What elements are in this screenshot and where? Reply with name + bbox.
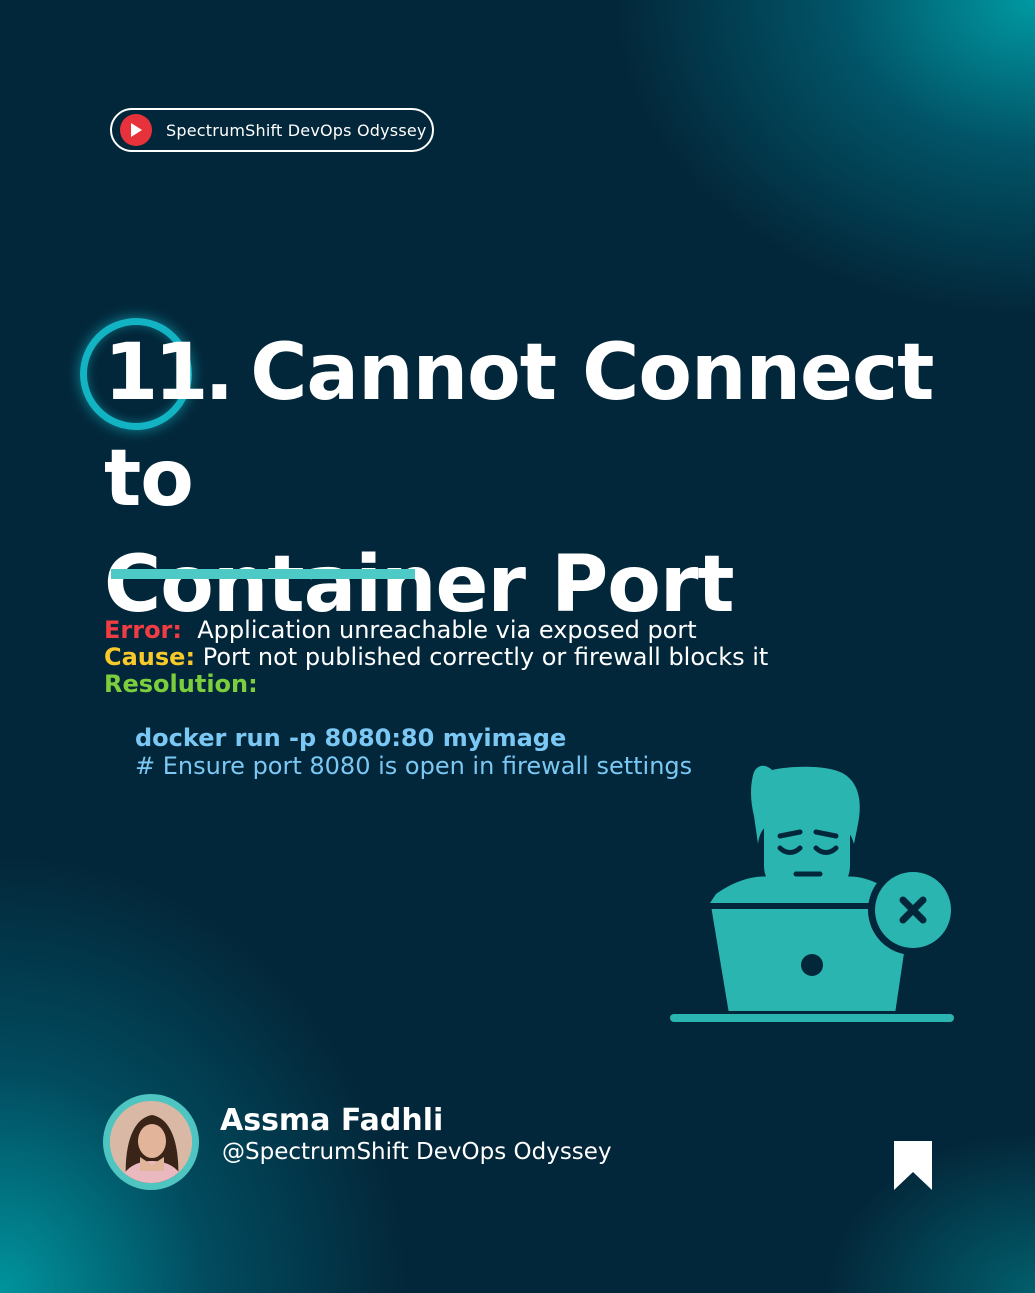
author-photo — [110, 1101, 192, 1183]
error-text: Application unreachable via exposed port — [197, 616, 697, 644]
cause-row: Cause: Port not published correctly or f… — [104, 644, 1004, 671]
title-line-2: Container Port — [104, 540, 735, 630]
cause-label: Cause: — [104, 643, 196, 671]
channel-badge-label: SpectrumShift DevOps Odyssey — [166, 120, 427, 140]
title-number: 11. — [104, 328, 234, 418]
page-title: 11.Cannot Connect to Container Port — [104, 320, 1024, 638]
error-label: Error: — [104, 616, 182, 644]
channel-badge[interactable]: SpectrumShift DevOps Odyssey — [110, 108, 434, 152]
number-ring — [80, 318, 192, 430]
cause-text: Port not published correctly or firewall… — [202, 643, 769, 671]
issue-details: Error: Application unreachable via expos… — [104, 617, 1004, 698]
code-comment: # Ensure port 8080 is open in firewall s… — [135, 752, 693, 780]
resolution-label: Resolution: — [104, 670, 258, 698]
play-icon — [120, 114, 152, 146]
author-handle[interactable]: @SpectrumShift DevOps Odyssey — [222, 1139, 612, 1165]
title-line-1: Cannot Connect to — [104, 328, 934, 524]
error-row: Error: Application unreachable via expos… — [104, 617, 1004, 644]
author-name: Assma Fadhli — [220, 1103, 444, 1138]
author-avatar — [103, 1094, 199, 1190]
code-command: docker run -p 8080:80 myimage — [135, 724, 567, 752]
code-block: docker run -p 8080:80 myimage # Ensure p… — [135, 724, 692, 780]
frustrated-developer-laptop-error-icon — [670, 765, 958, 1022]
resolution-row: Resolution: — [104, 671, 1004, 698]
bookmark-icon[interactable] — [893, 1141, 933, 1191]
divider — [111, 569, 415, 579]
